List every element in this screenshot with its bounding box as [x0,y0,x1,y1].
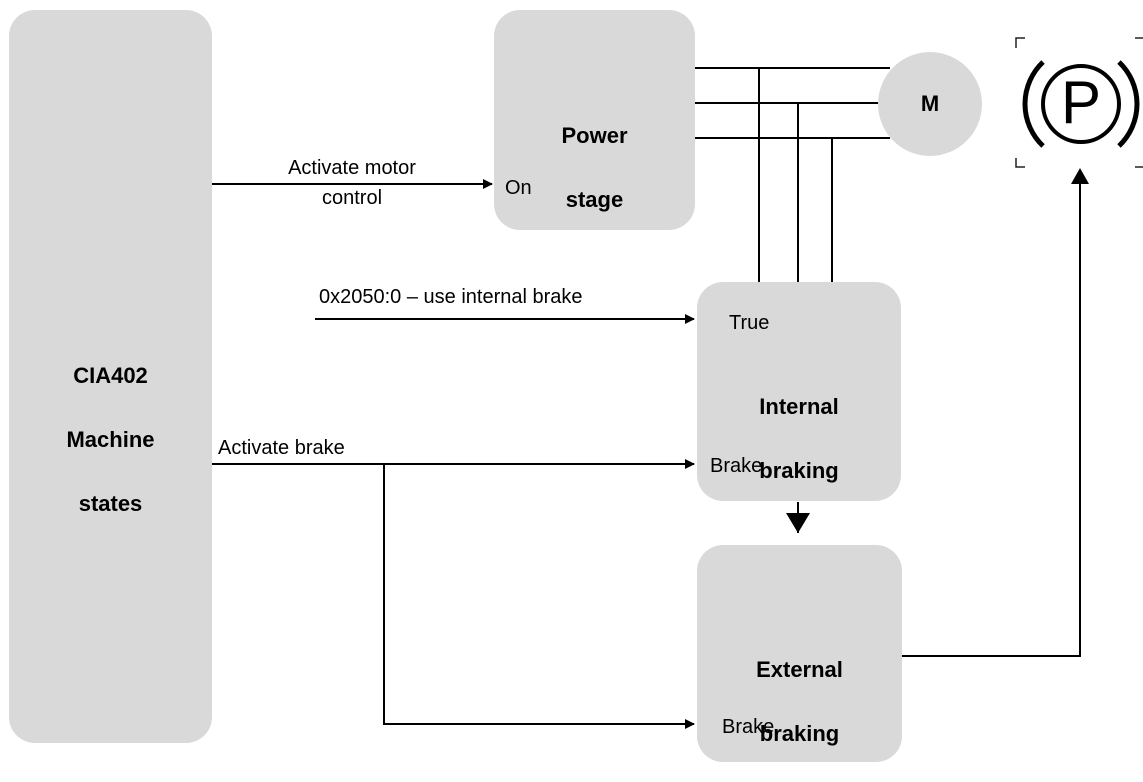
external-braking-title-line1: External [756,657,843,682]
parking-brake-icon [1015,37,1143,168]
arrow-external-to-parking-brake [902,170,1081,657]
parking-brake-letter: P [1060,69,1102,136]
internal-braking-title-line1: Internal [759,394,839,419]
power-stage-title-line1: Power [561,123,628,148]
cia402-title-line3: states [78,491,143,516]
internal-braking-port-true: True [729,312,770,334]
cia402-title: CIA402 Machine states [9,328,212,552]
internal-braking-title-line2: braking [759,458,839,483]
external-braking-title-line2: braking [759,721,840,746]
power-stage-port-on: On [505,177,532,199]
internal-braking-port-brake: Brake [710,455,763,477]
cia402-title-line2: Machine [66,427,155,452]
motor-symbol: M [878,52,982,156]
arrowhead-internal-to-external [786,513,810,533]
power-stage-title-line2: stage [565,187,624,212]
power-stage-title: Power stage [494,88,695,248]
connection-lines [212,37,1143,729]
external-braking-block: External braking Brake [697,545,902,762]
signal-activate-motor-control-line2: control [321,187,383,209]
internal-braking-block: True Internal braking Brake [697,282,901,501]
arrowhead-parking-brake [1071,168,1089,184]
signal-use-internal-brake: 0x2050:0 – use internal brake [319,286,583,308]
signal-activate-motor-control-line1: Activate motor [288,157,416,179]
power-stage-block: Power stage On [494,10,695,230]
cia402-title-line1: CIA402 [73,363,148,388]
cia402-machine-states-block: CIA402 Machine states [9,10,212,743]
internal-braking-title: Internal braking [697,359,901,519]
motor-label: M [920,91,940,116]
external-braking-title: External braking [697,622,902,782]
arrow-activate-brake-external [383,464,695,729]
signal-activate-brake: Activate brake [218,437,345,459]
signal-activate-motor-control: Activate motor control [238,156,466,210]
external-braking-port-brake: Brake [722,716,775,738]
